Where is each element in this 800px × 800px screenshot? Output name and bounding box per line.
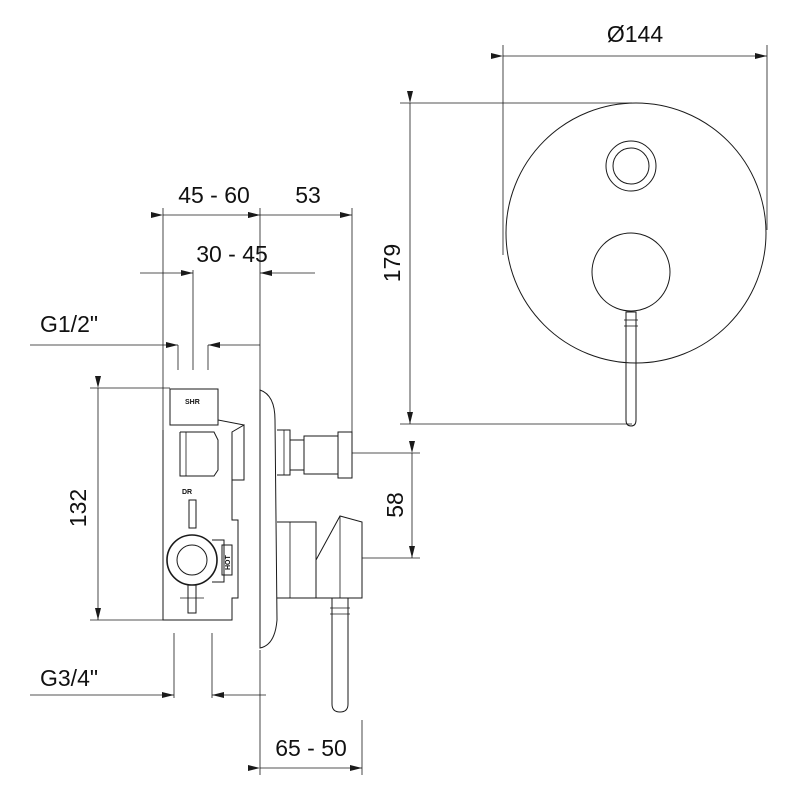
hot-inlet-hex (212, 539, 225, 583)
cartridge-cap (591, 232, 671, 312)
shower-port-block (169, 388, 219, 426)
dim-spout-depth: 65 - 50 (275, 735, 347, 761)
dim-height-body: 132 (65, 489, 91, 527)
dim-diameter: Ø144 (607, 21, 663, 47)
dim-inlet-thread: G1/2" (40, 311, 98, 337)
dim-height-plate: 179 (379, 244, 405, 282)
dim-outlet-thread: G3/4" (40, 665, 98, 691)
side-view: SHR DR HOT (162, 388, 363, 713)
upper-nut (179, 431, 219, 477)
label-diverter: DR (182, 489, 192, 496)
dim-depth-body: 45 - 60 (178, 182, 250, 208)
dim-outlet-offset: 58 (382, 492, 408, 518)
upper-bonnet (277, 429, 291, 476)
cover-plate-side (259, 389, 278, 649)
side-dimensions: 45 - 60 53 30 - 45 G1/2" 132 58 G3/4" (30, 182, 420, 775)
hot-inlet-inner (176, 544, 208, 576)
cartridge-cap-side (277, 521, 317, 599)
valve-body (162, 424, 245, 621)
diverter-stem (188, 499, 197, 529)
diverter-knob-side (289, 439, 305, 471)
valve-body-neck (217, 390, 245, 426)
label-shower: SHR (185, 399, 200, 406)
lower-stem (187, 584, 197, 614)
label-hot: HOT (225, 555, 232, 571)
handle-body-side (315, 515, 363, 599)
diverter-knob-outer (605, 140, 657, 192)
diverter-knob-end (337, 431, 353, 479)
front-view (505, 102, 767, 427)
diverter-knob-inner (612, 147, 650, 185)
hot-label-box (221, 544, 233, 576)
dim-depth-inlet: 30 - 45 (196, 241, 268, 267)
lever-handle-side (331, 597, 349, 713)
diverter-knob-tip (303, 435, 339, 475)
front-dimensions: Ø144 179 (379, 21, 768, 425)
hot-inlet-outer (166, 534, 218, 586)
dim-depth-handle: 53 (295, 182, 321, 208)
lever-handle-front (625, 311, 637, 427)
